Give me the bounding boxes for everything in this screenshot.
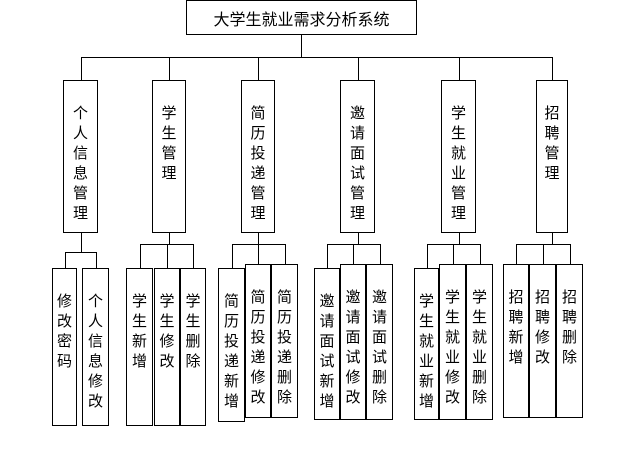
child-connector [65,252,66,268]
child-label: 招聘修改 [534,288,550,366]
child-label: 学生就业新增 [418,292,434,410]
module-down-line [258,233,259,244]
child-label: 邀请面试新增 [319,292,335,410]
child-connector [453,244,454,264]
child-label: 简历投递新增 [223,292,239,410]
module-box: 学生管理 [152,80,186,233]
child-label: 招聘删除 [561,288,577,366]
child-box: 修改密码 [52,268,77,426]
child-connector [258,244,259,264]
child-label: 学生删除 [185,292,201,370]
module-down-line [552,233,553,244]
module-box: 简历投递管理 [241,80,275,233]
module-box: 邀请面试管理 [340,80,375,233]
child-label: 邀请面试删除 [371,288,387,406]
module-connector [81,57,82,80]
child-box: 邀请面试修改 [340,264,366,420]
child-label: 学生就业删除 [471,288,487,406]
child-connector [285,244,286,264]
child-box: 招聘新增 [503,264,529,418]
module-down-line [169,233,170,244]
child-box: 招聘修改 [529,264,556,418]
root-title: 大学生就业需求分析系统 [213,9,390,29]
module-label: 学生就业管理 [450,104,466,222]
child-connector [327,244,328,268]
child-label: 简历投递修改 [250,288,266,406]
child-bus-line [232,244,286,245]
child-box: 学生就业新增 [414,268,439,420]
child-box: 学生就业修改 [439,264,466,420]
module-box: 学生就业管理 [441,80,476,233]
child-box: 简历投递新增 [218,268,245,422]
child-label: 学生就业修改 [444,288,460,406]
child-connector [570,244,571,264]
child-connector [193,244,194,268]
module-label: 学生管理 [161,104,177,182]
child-box: 个人信息修改 [82,268,109,426]
root-title-box: 大学生就业需求分析系统 [186,0,417,35]
child-label: 个人信息修改 [87,292,103,410]
child-label: 简历投递删除 [276,288,292,406]
child-connector [167,244,168,268]
module-box: 招聘管理 [536,80,568,233]
child-box: 学生修改 [154,268,180,426]
child-label: 学生新增 [131,292,147,370]
child-label: 修改密码 [56,292,72,370]
module-label: 邀请面试管理 [349,104,365,222]
module-down-line [358,233,359,244]
child-connector [96,252,97,268]
module-connector [459,57,460,80]
child-bus-line [427,244,481,245]
child-connector [140,244,141,268]
child-bus-line [327,244,381,245]
module-connector [258,57,259,80]
child-box: 学生删除 [180,268,206,426]
module-connector [169,57,170,80]
module-label: 招聘管理 [544,104,560,182]
child-box: 邀请面试新增 [314,268,340,420]
child-connector [353,244,354,264]
child-box: 招聘删除 [556,264,583,418]
top-bus-line [81,57,553,58]
child-box: 简历投递修改 [245,264,271,418]
child-connector [380,244,381,264]
child-label: 招聘新增 [508,288,524,366]
child-connector [232,244,233,268]
child-label: 邀请面试修改 [345,288,361,406]
module-label: 简历投递管理 [250,104,266,222]
child-box: 学生新增 [126,268,153,426]
child-connector [480,244,481,264]
root-connector [301,35,302,57]
child-box: 学生就业删除 [466,264,493,420]
module-box: 个人信息管理 [63,80,98,233]
child-connector [427,244,428,268]
child-box: 简历投递删除 [271,264,298,418]
module-down-line [81,233,82,252]
module-connector [358,57,359,80]
child-label: 学生修改 [159,292,175,370]
child-connector [543,244,544,264]
child-connector [516,244,517,264]
child-bus-line [65,252,97,253]
module-label: 个人信息管理 [72,104,88,222]
module-connector [552,57,553,80]
module-down-line [459,233,460,244]
child-box: 邀请面试删除 [366,264,393,420]
